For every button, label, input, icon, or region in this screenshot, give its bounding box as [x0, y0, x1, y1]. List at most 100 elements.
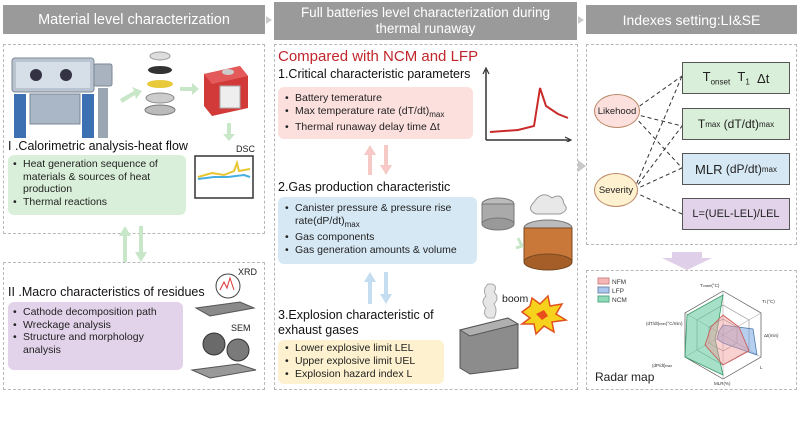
index-tmax-rate-sub: max	[759, 119, 775, 129]
index-tmax-sub: max	[705, 119, 721, 129]
double-arrow-left	[119, 226, 147, 262]
full-sec1-box: Battery temerature Max temperature rate …	[278, 87, 473, 139]
svg-text:(dP/dt)max: (dP/dt)max	[652, 363, 672, 368]
index-t-onset-main: T	[702, 69, 711, 85]
arrow-right-2	[180, 83, 199, 95]
index-t1-main: T	[737, 69, 746, 85]
full-sec2-item-text: Canister pressure & pressure rise rate(d…	[295, 202, 452, 227]
full-panel	[274, 44, 578, 390]
full-sec1-item: Battery temerature	[284, 92, 467, 105]
full-sec2-box: Canister pressure & pressure rise rate(d…	[278, 197, 477, 264]
battery-explosion-image	[458, 283, 569, 375]
material-sec2-box: Cathode decomposition path Wreckage anal…	[8, 302, 183, 370]
index-mlr-main: MLR	[695, 161, 723, 177]
residue-panel	[3, 262, 265, 390]
double-arrow-pink	[364, 145, 392, 175]
full-sec3-item: Explosion hazard index L	[284, 368, 438, 381]
canister-image	[481, 194, 573, 271]
boom-label: boom	[502, 293, 529, 305]
radar-legend: NFM LFP NCM	[597, 277, 627, 304]
radar-panel	[586, 270, 797, 390]
svg-text:L: L	[760, 365, 763, 370]
full-sec1-item-sub: max	[429, 109, 445, 119]
material-panel	[3, 44, 265, 234]
temperature-curve-image	[482, 66, 573, 142]
severity-oval: Severity	[594, 173, 638, 207]
radar-lfp	[716, 324, 758, 356]
index-t1-sub: 1	[745, 77, 750, 87]
arrow-down-1	[223, 123, 235, 141]
severity-label: Severity	[598, 184, 634, 196]
full-sec3-box: Lower explosive limit LEL Upper explosiv…	[278, 340, 444, 384]
full-sec2-title: 2.Gas production characteristic	[278, 180, 451, 194]
full-sec1-title: 1.Critical characteristic parameters	[278, 67, 471, 81]
header-indexes-text: Indexes setting:LI&SE	[622, 11, 761, 28]
svg-text:Δt(min): Δt(min)	[764, 333, 779, 338]
double-arrow-blue	[364, 272, 392, 304]
legend-ncm: NCM	[612, 297, 627, 304]
index-box-mlr: MLR (dP/dt)max	[682, 153, 790, 185]
full-sec1-item-text: Max temperature rate (dT/dt)	[295, 104, 430, 117]
dsc-chart-image	[194, 155, 254, 199]
material-sec2-item: Wreckage analysis	[12, 319, 179, 332]
indexes-panel	[586, 44, 797, 245]
index-tmax-rate: (dT/dt)	[723, 117, 760, 131]
full-sec2-item-sub: max	[344, 219, 360, 229]
full-sec2-item: Gas generation amounts & volume	[284, 244, 471, 257]
dsc-instrument-image	[204, 66, 248, 116]
legend-nfm: NFM	[612, 279, 626, 286]
index-t-onset: Tonset	[703, 69, 731, 87]
index-tmax-main: T	[697, 117, 706, 131]
sem-label: SEM	[231, 323, 251, 333]
header-material-text: Material level characterization	[38, 11, 230, 28]
radar-grid	[684, 290, 762, 380]
sem-image	[190, 332, 257, 379]
svg-text:MLR(%): MLR(%)	[714, 381, 731, 386]
index-t-onset-sub: onset	[710, 77, 731, 87]
full-sec2-item: Canister pressure & pressure rise rate(d…	[284, 202, 471, 231]
full-sec3-title-text: 3.Explosion characteristic of exhaust ga…	[278, 308, 434, 337]
index-box-time: Tonset T1 Δt	[682, 62, 790, 94]
radar-axis-labels: Tonset(°C) T1(°C) Δt(min) L MLR(%) (dP/d…	[646, 283, 779, 386]
svg-text:T1(°C): T1(°C)	[762, 299, 775, 304]
header-full: Full batteries level characterization du…	[274, 2, 577, 40]
glovebox-image	[11, 57, 113, 138]
xrd-label: XRD	[238, 267, 258, 277]
material-sec1-item: Thermal reactions	[12, 196, 182, 209]
index-delta-t: Δt	[757, 70, 770, 86]
index-l-formula: L=(UEL-LEL)/LEL	[692, 208, 780, 220]
compare-title: Compared with NCM and LFP	[278, 48, 479, 65]
index-box-l: L=(UEL-LEL)/LEL	[682, 198, 790, 230]
full-sec3-item: Lower explosive limit LEL	[284, 342, 438, 355]
material-sec1-box: Heat generation sequence of materials & …	[8, 155, 186, 215]
full-sec2-item: Gas components	[284, 231, 471, 244]
material-sec2-item: Structure and morphology analysis	[12, 331, 179, 356]
full-sec3-title: 3.Explosion characteristic of exhaust ga…	[278, 308, 453, 338]
svg-text:(dT/dt)max(°C/min): (dT/dt)max(°C/min)	[646, 321, 683, 326]
radar-title: Radar map	[595, 370, 655, 384]
material-sec1-title: I .Calorimetric analysis-heat flow	[8, 139, 188, 153]
index-mlr-rate: (dP/dt)	[725, 162, 762, 176]
full-sec3-item: Upper explosive limit UEL	[284, 355, 438, 368]
material-sec1-item: Heat generation sequence of materials & …	[12, 158, 182, 196]
full-sec1-item: Max temperature rate (dT/dt)max	[284, 105, 467, 122]
material-sec2-title: II .Macro characteristics of residues	[8, 285, 205, 299]
svg-text:Tonset(°C): Tonset(°C)	[700, 283, 720, 288]
xrd-image	[194, 273, 256, 317]
likehood-label: Likehood	[597, 105, 637, 117]
likehood-oval: Likehood	[594, 94, 640, 128]
index-t1: T1	[737, 69, 749, 87]
coin-cell-image	[144, 51, 176, 116]
index-mlr-rate-sub: max	[761, 164, 777, 174]
header-material: Material level characterization	[3, 5, 265, 34]
arrow-right-1	[120, 87, 142, 103]
index-connectors	[633, 75, 683, 215]
legend-lfp: LFP	[612, 288, 624, 295]
radar-chart: NFM LFP NCM Tonset(°C) T1(°C) Δt(min) L …	[597, 277, 779, 386]
full-sec1-item: Thermal runaway delay time Δt	[284, 121, 467, 134]
radar-nfm	[704, 314, 750, 366]
header-full-text: Full batteries level characterization du…	[300, 5, 551, 36]
dsc-label: DSC	[236, 144, 256, 154]
material-sec2-item: Cathode decomposition path	[12, 306, 179, 319]
